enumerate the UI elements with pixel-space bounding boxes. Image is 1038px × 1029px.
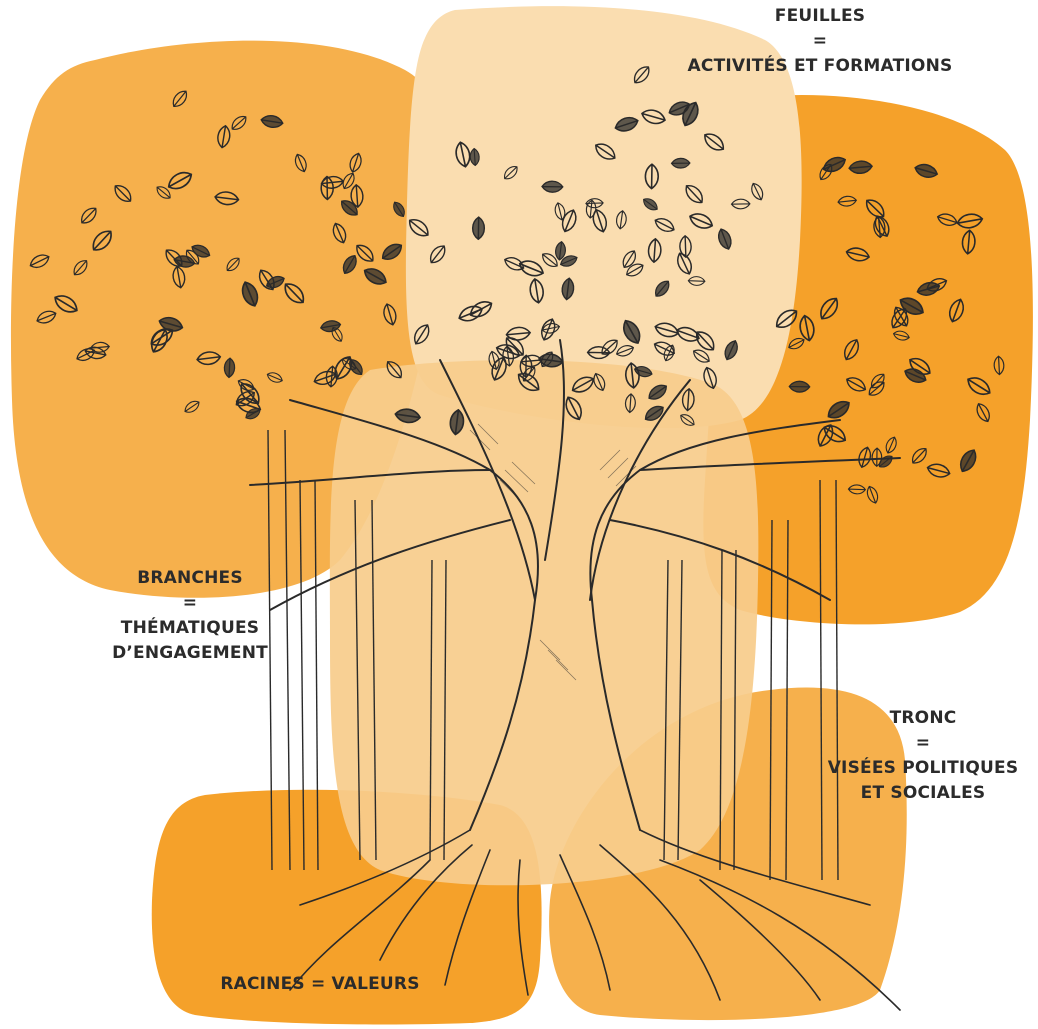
label-branches-part: BRANCHES [60, 566, 320, 591]
label-roots: RACINES = VALEURS [170, 972, 470, 997]
label-branches-equals: = [60, 591, 320, 616]
label-leaves-part: FEUILLES [640, 4, 1000, 29]
label-leaves: FEUILLES = ACTIVITÉS ET FORMATIONS [640, 4, 1000, 79]
blob-center-trunk [330, 360, 759, 885]
label-roots-text: RACINES = VALEURS [170, 972, 470, 997]
label-leaves-meaning: ACTIVITÉS ET FORMATIONS [640, 54, 1000, 79]
label-branches-meaning-1: THÉMATIQUES [60, 616, 320, 641]
label-trunk-meaning-2: ET SOCIALES [808, 781, 1038, 806]
label-branches-meaning-2: D’ENGAGEMENT [60, 641, 320, 666]
label-trunk-equals: = [808, 731, 1038, 756]
label-branches: BRANCHES = THÉMATIQUES D’ENGAGEMENT [60, 566, 320, 666]
label-trunk: TRONC = VISÉES POLITIQUES ET SOCIALES [808, 706, 1038, 806]
color-blobs [11, 6, 1033, 1024]
label-leaves-equals: = [640, 29, 1000, 54]
label-trunk-meaning-1: VISÉES POLITIQUES [808, 756, 1038, 781]
label-trunk-part: TRONC [808, 706, 1038, 731]
